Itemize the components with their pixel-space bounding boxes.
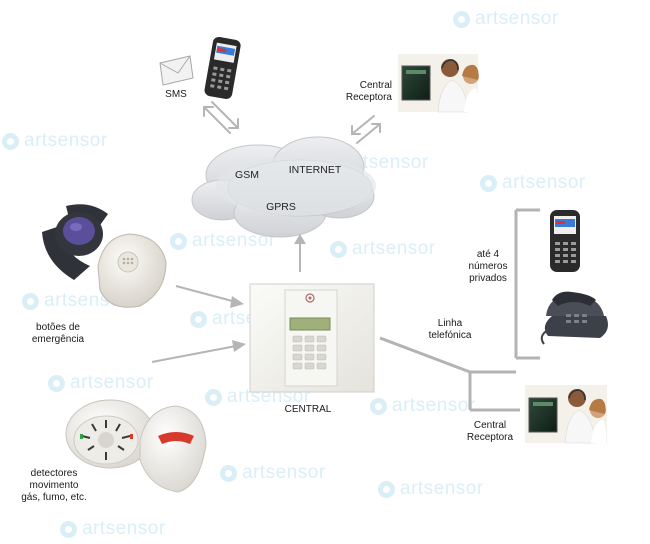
mobile-phone-right-icon <box>550 210 580 272</box>
emergency-pendant-icon <box>97 233 167 308</box>
emergency-buttons-label: botões de emergência <box>31 322 85 345</box>
central-label: CENTRAL <box>284 404 332 415</box>
emergency-watch-icon <box>42 204 108 280</box>
arrow-buttons-central-icon <box>175 285 244 308</box>
sms-label: SMS <box>165 89 187 100</box>
arrow-detectors-central-icon <box>151 340 246 363</box>
cloud-network-icon <box>191 136 376 238</box>
internet-label: INTERNET <box>288 164 342 176</box>
central-receptora-top-photo <box>398 54 479 113</box>
arrow-sms-cloud-icon <box>203 101 239 134</box>
central-receptora-bottom-label: Central Receptora <box>466 420 514 443</box>
desk-telephone-icon <box>540 291 608 345</box>
gsm-label: GSM <box>235 169 259 181</box>
phone-line-connector <box>379 208 540 412</box>
arrow-central-cloud-icon <box>294 234 306 272</box>
central-receptora-bottom-photo <box>525 385 607 444</box>
smoke-detector-icon <box>65 399 155 469</box>
central-receptora-top-label: Central Receptora <box>345 80 392 103</box>
phone-line-label: Linha telefónica <box>428 318 472 341</box>
gprs-label: GPRS <box>266 201 296 213</box>
central-panel-icon <box>249 283 375 393</box>
motion-detector-icon <box>139 405 207 493</box>
arrow-cloud-receptora-icon <box>351 115 381 144</box>
detectors-label: detectores movimento gás, fumo, etc. <box>21 468 87 503</box>
mobile-phone-top-icon <box>204 36 241 99</box>
sms-envelope-icon <box>159 55 194 86</box>
private-numbers-label: até 4 números privados <box>468 249 508 284</box>
